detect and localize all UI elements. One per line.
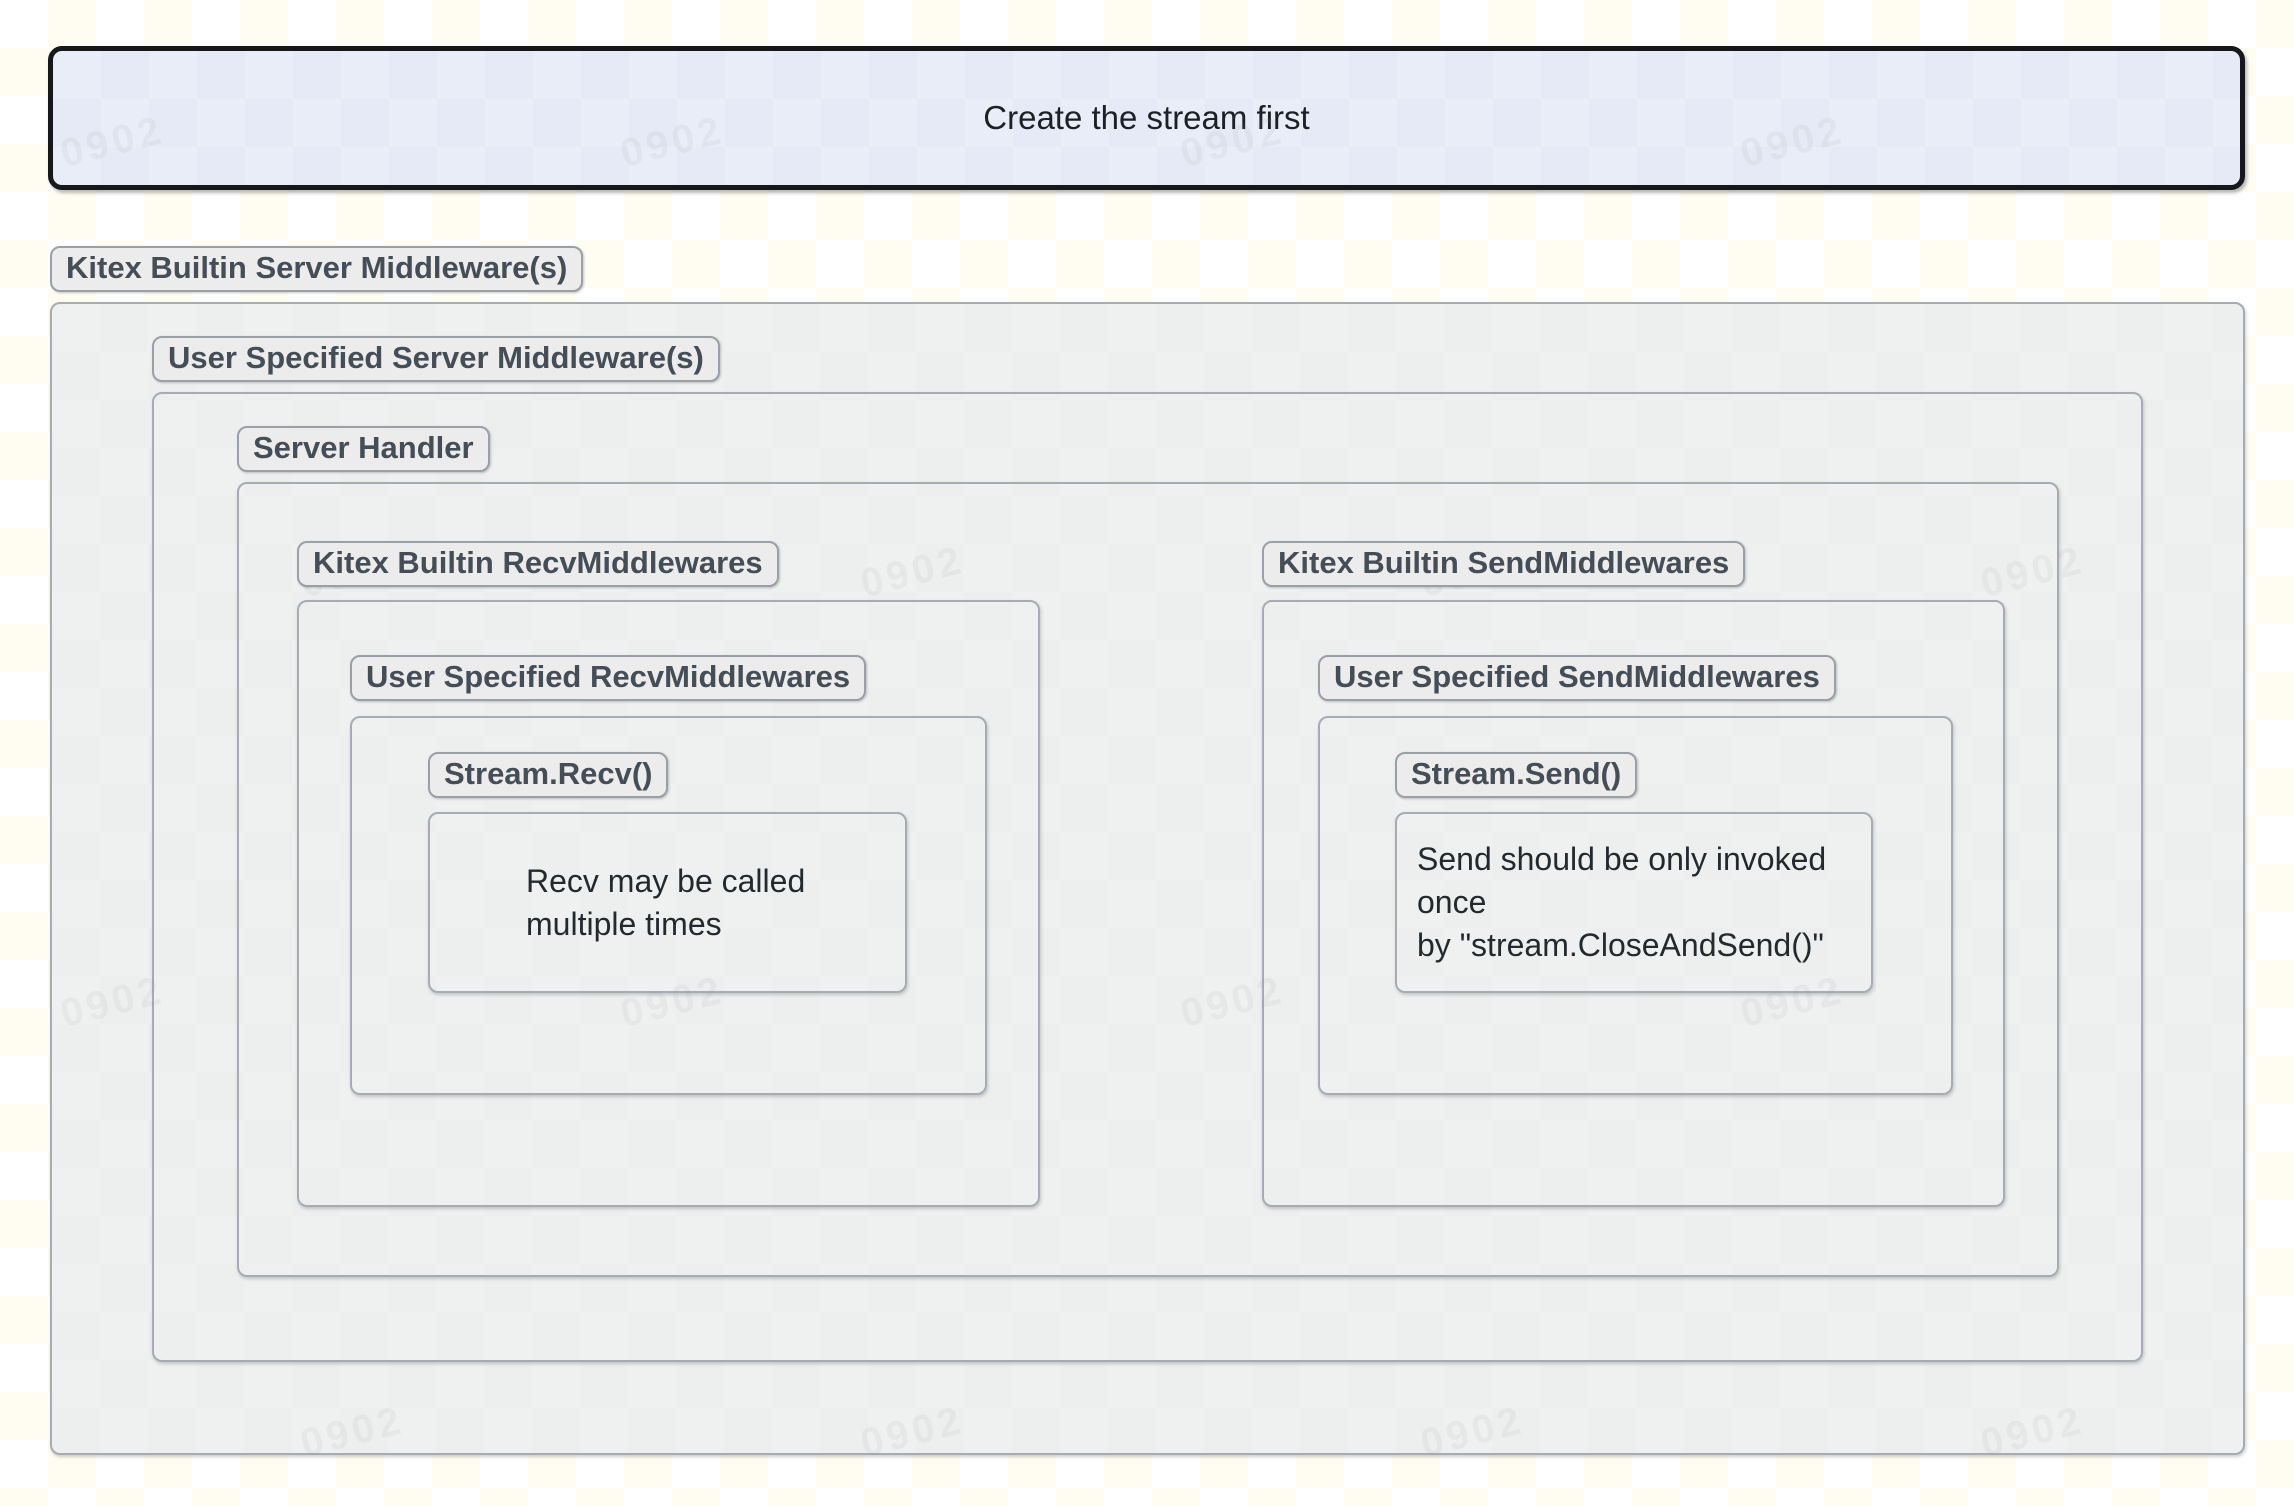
label-user-specified-send-middlewares: User Specified SendMiddlewares [1318,655,1836,701]
box-user-specified-recv-middlewares [350,716,987,1095]
note-recv: Recv may be called multiple times [428,812,907,993]
box-kitex-builtin-server-middlewares [50,302,2245,1455]
create-stream-banner-text: Create the stream first [983,99,1310,136]
label-user-specified-recv-middlewares: User Specified RecvMiddlewares [350,655,867,701]
label-kitex-builtin-send-middlewares: Kitex Builtin SendMiddlewares [1262,541,1746,587]
box-stream-recv [428,812,907,993]
create-stream-banner: Create the stream first [48,46,2245,190]
label-user-specified-server-middlewares: User Specified Server Middleware(s) [152,336,720,382]
box-kitex-builtin-recv-middlewares [297,600,1040,1207]
note-send-line1: Send should be only invoked once [1417,841,1827,920]
note-send-line2: by "stream.CloseAndSend()" [1417,927,1824,963]
box-server-handler [237,482,2059,1277]
box-kitex-builtin-send-middlewares [1262,600,2005,1207]
box-user-specified-server-middlewares [152,392,2143,1362]
label-kitex-builtin-server-middlewares: Kitex Builtin Server Middleware(s) [50,246,584,292]
label-stream-send: Stream.Send() [1395,752,1638,798]
note-recv-line2: multiple times [526,905,722,942]
label-kitex-builtin-recv-middlewares: Kitex Builtin RecvMiddlewares [297,541,779,587]
note-send: Send should be only invoked once by "str… [1395,812,1873,993]
box-stream-send [1395,812,1873,993]
label-stream-recv: Stream.Recv() [428,752,669,798]
label-server-handler: Server Handler [237,426,490,472]
note-recv-line1: Recv may be called [526,862,806,899]
box-user-specified-send-middlewares [1318,716,1953,1095]
